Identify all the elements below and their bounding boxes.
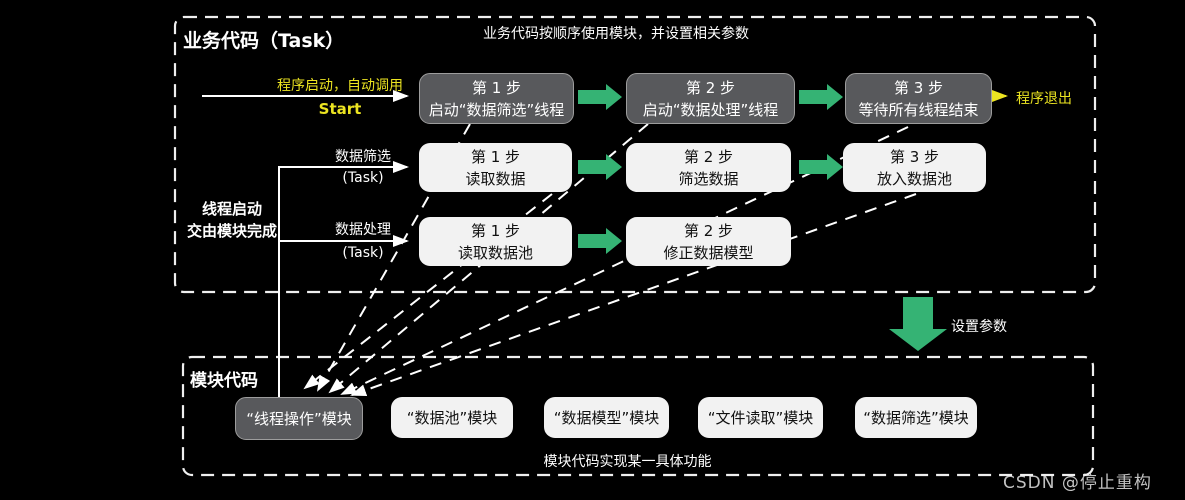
module-label: “数据筛选”模块 [863, 409, 969, 427]
filter-task-label: 数据筛选 [335, 149, 391, 165]
step-title: 第 1 步 [470, 147, 521, 166]
module-box-data-filter: “数据筛选”模块 [855, 397, 977, 438]
module-box-thread-ops: “线程操作”模块 [235, 397, 363, 440]
process-task-sublabel: (Task) [342, 245, 384, 261]
green-arrow-icon [578, 154, 622, 180]
step-desc: 启动“数据处理”线程 [642, 100, 779, 119]
module-label: “线程操作”模块 [246, 410, 352, 428]
step-box-filter-2: 第 2 步 筛选数据 [626, 143, 791, 192]
business-dashed-border [173, 15, 1097, 294]
step-title: 第 3 步 [889, 147, 940, 166]
module-box-data-pool: “数据池”模块 [391, 397, 513, 438]
module-box-file-read: “文件读取”模块 [698, 397, 823, 438]
green-arrow-icon [578, 84, 622, 110]
step-box-filter-3: 第 3 步 放入数据池 [843, 143, 986, 192]
modules-title: 模块代码 [190, 371, 258, 391]
step-title: 第 1 步 [470, 221, 521, 240]
step-title: 第 2 步 [685, 78, 736, 97]
thread-note: 线程启动 交由模块完成 [172, 198, 292, 242]
step-title: 第 1 步 [471, 78, 522, 97]
watermark: CSDN @停止重构 [1003, 473, 1152, 493]
thread-note-line2: 交由模块完成 [186, 222, 277, 240]
step-title: 第 2 步 [683, 147, 734, 166]
step-box-process-1: 第 1 步 读取数据池 [419, 217, 572, 266]
step-desc: 读取数据池 [457, 243, 533, 262]
step-title: 第 2 步 [683, 221, 734, 240]
step-title: 第 3 步 [893, 78, 944, 97]
green-arrow-icon [578, 228, 622, 254]
green-arrow-icon [799, 84, 843, 110]
step-desc: 筛选数据 [678, 169, 739, 188]
step-desc: 等待所有线程结束 [858, 100, 979, 119]
start-label: Start [318, 100, 362, 118]
module-label: “数据模型”模块 [553, 409, 660, 427]
dashed-call-arrow-5 [350, 193, 917, 396]
down-arrow-icon [889, 297, 947, 351]
step-box-process-2: 第 2 步 修正数据模型 [626, 217, 791, 266]
business-subtitle: 业务代码按顺序使用模块，并设置相关参数 [483, 26, 749, 42]
step-box-filter-1: 第 1 步 读取数据 [419, 143, 572, 192]
modules-dashed-border [181, 355, 1095, 477]
module-label: “文件读取”模块 [707, 409, 814, 427]
start-note-label: 程序启动，自动调用 [277, 78, 403, 94]
filter-task-sublabel: (Task) [342, 170, 384, 186]
step-desc: 启动“数据筛选”线程 [428, 100, 565, 119]
step-desc: 读取数据 [465, 169, 526, 188]
thread-note-line1: 线程启动 [201, 200, 262, 218]
business-title: 业务代码（Task） [183, 30, 345, 52]
process-task-label: 数据处理 [335, 222, 391, 238]
module-box-data-model: “数据模型”模块 [544, 397, 669, 438]
modules-caption: 模块代码实现某一具体功能 [543, 454, 712, 470]
green-arrow-icon [799, 154, 843, 180]
transfer-label: 设置参数 [951, 319, 1007, 335]
module-label: “数据池”模块 [406, 409, 498, 427]
step-box-main-2: 第 2 步 启动“数据处理”线程 [626, 73, 795, 124]
step-desc: 修正数据模型 [663, 243, 754, 262]
step-desc: 放入数据池 [876, 169, 952, 188]
step-box-main-1: 第 1 步 启动“数据筛选”线程 [419, 73, 574, 124]
step-box-main-3: 第 3 步 等待所有线程结束 [845, 73, 992, 124]
exit-label: 程序退出 [1016, 91, 1072, 107]
